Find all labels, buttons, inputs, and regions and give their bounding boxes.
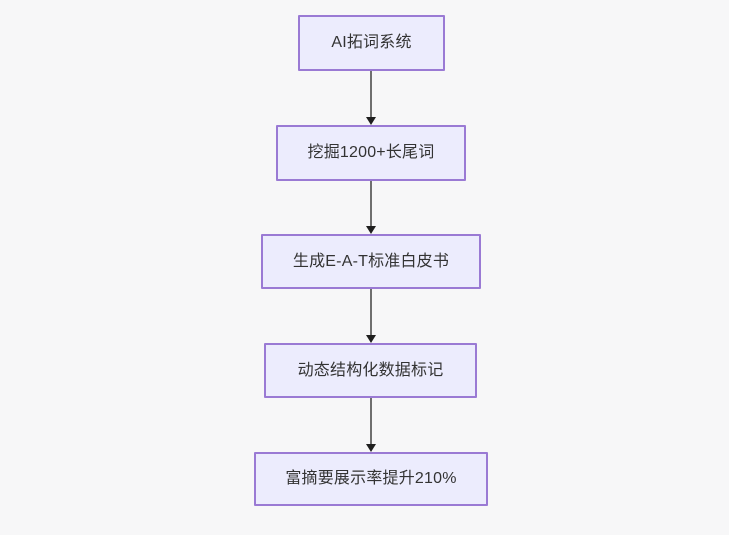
edge-line — [370, 71, 372, 118]
flow-node-ai-keyword-system[interactable]: AI拓词系统 — [298, 15, 445, 71]
flow-node-dynamic-structured-data-markup[interactable]: 动态结构化数据标记 — [264, 343, 477, 398]
flow-node-label: AI拓词系统 — [331, 34, 412, 52]
flow-node-mine-longtail-keywords[interactable]: 挖掘1200+长尾词 — [276, 125, 466, 181]
edge-line — [370, 181, 372, 227]
flow-node-label: 生成E-A-T标准白皮书 — [292, 252, 450, 270]
flow-node-label: 动态结构化数据标记 — [297, 361, 444, 379]
edge-line — [370, 398, 372, 445]
flow-node-generate-eat-whitepaper[interactable]: 生成E-A-T标准白皮书 — [261, 234, 481, 289]
flow-node-label: 富摘要展示率提升210% — [285, 470, 457, 488]
arrowhead-down-icon — [366, 117, 376, 125]
flow-node-label: 挖掘1200+长尾词 — [307, 144, 435, 162]
arrowhead-down-icon — [366, 444, 376, 452]
edge-line — [370, 289, 372, 336]
arrowhead-down-icon — [366, 226, 376, 234]
flow-node-rich-snippet-impression-uplift[interactable]: 富摘要展示率提升210% — [254, 452, 488, 506]
arrowhead-down-icon — [366, 335, 376, 343]
